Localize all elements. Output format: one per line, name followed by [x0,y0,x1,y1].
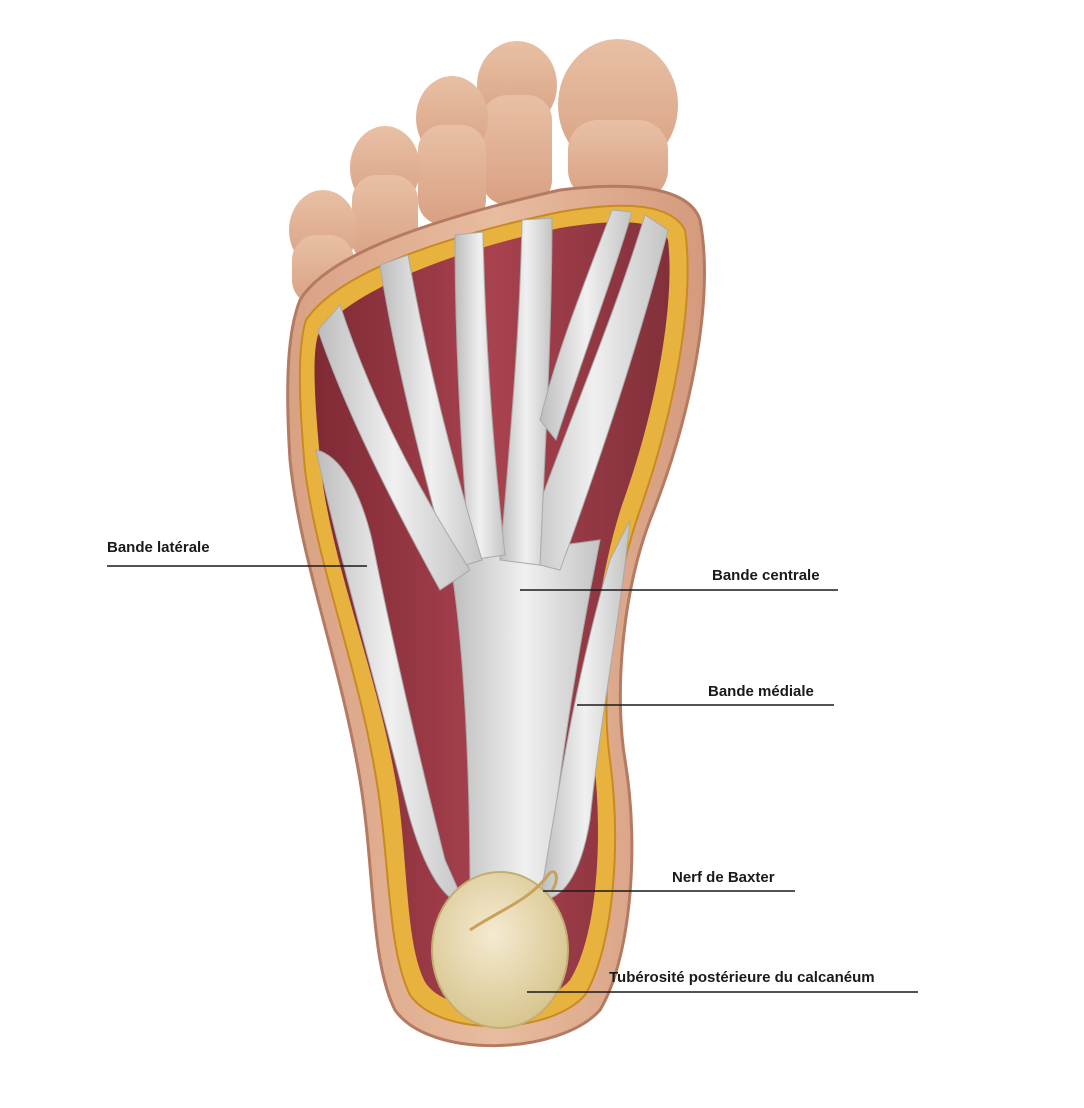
toe-3-base [418,125,486,225]
baxter-nerve [469,870,558,932]
fascia-slip-2 [499,217,553,566]
label-lateral-band: Bande latérale [107,539,210,556]
label-calcaneus-tuberosity: Tubérosité postérieure du calcanéum [609,969,875,986]
label-medial-band: Bande médiale [708,683,814,700]
fascia-medial-fan [539,519,631,901]
fascia-slip-4 [379,254,483,571]
fascia-slip-5 [317,304,471,591]
fascia-slip-3 [454,231,506,561]
label-baxter-nerve: Nerf de Baxter [672,869,775,886]
calcaneus-tuberosity [431,871,569,1029]
label-central-band: Bande centrale [712,567,820,584]
toe-big-base [568,120,668,200]
plantar-fascia [315,209,669,906]
leader-lines [107,565,918,993]
fascia-slip-2b [539,209,633,442]
toes [289,39,678,305]
fascia-slip-1 [519,214,669,571]
toe-2-base [482,95,552,205]
